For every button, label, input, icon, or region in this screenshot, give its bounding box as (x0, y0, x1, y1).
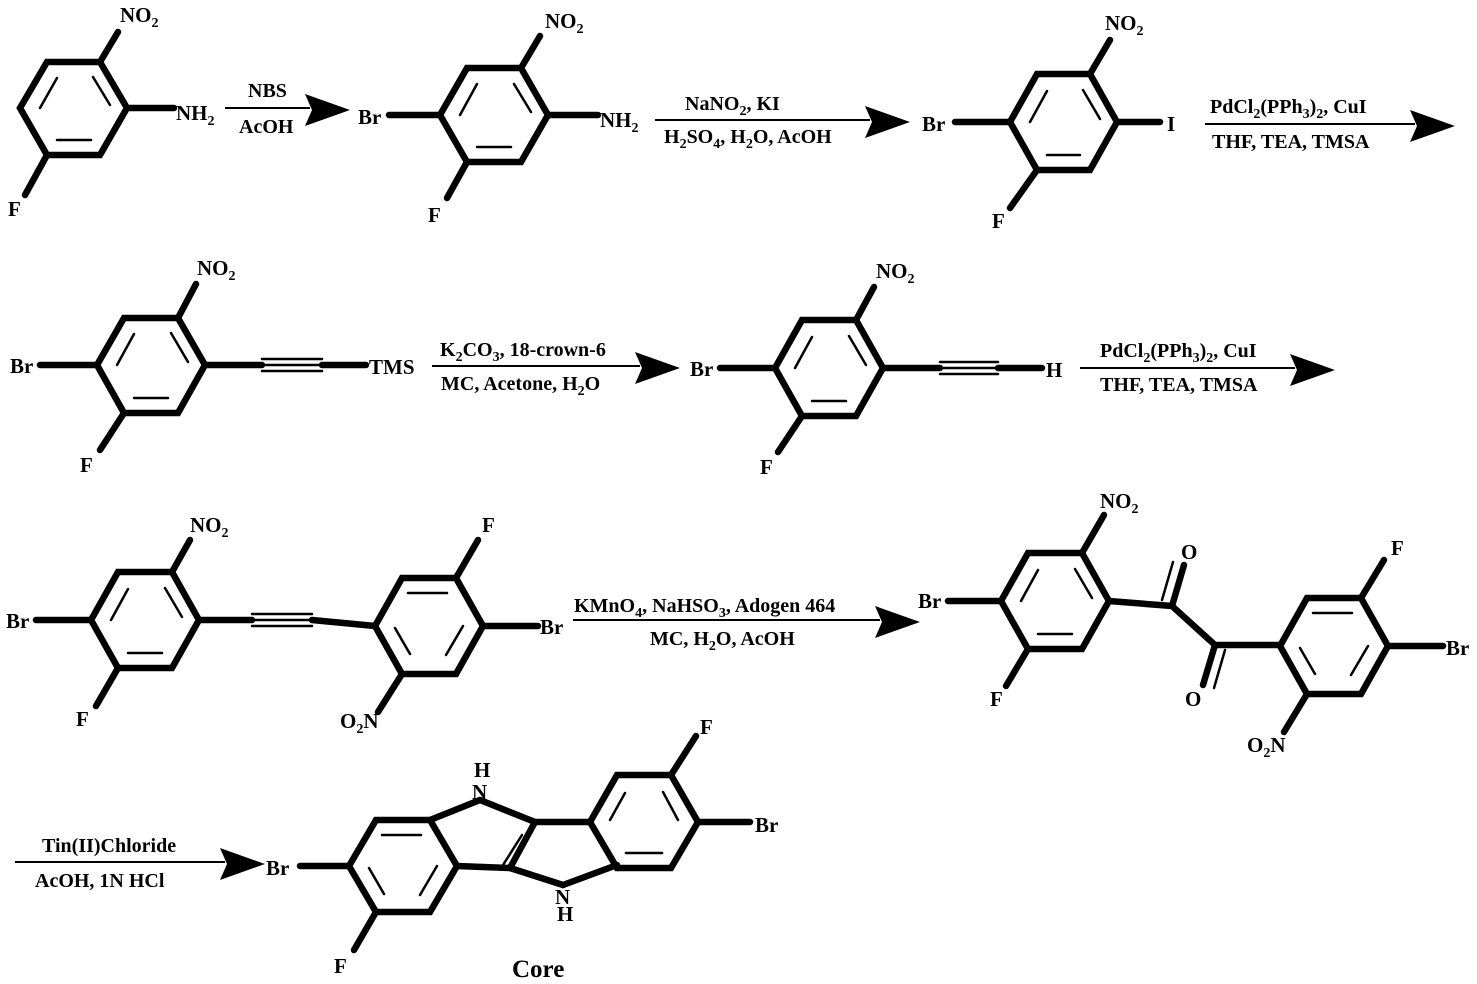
reaction-arrow-2: NaNO2, KI H2SO4, H2O, AcOH (655, 93, 910, 152)
reagent-below-3: THF, TEA, TMSA (1212, 131, 1370, 153)
amine-label: NH2 (176, 101, 215, 129)
reagent-below-7: AcOH, 1N HCl (35, 870, 165, 892)
nh-nitrogen-label: N (555, 885, 570, 909)
core-molecule: H N N H Br F F Br Core (266, 715, 778, 983)
bromo-label: Br (6, 609, 29, 633)
hydrogen-label: H (1046, 358, 1062, 382)
fluoro-label: F (482, 513, 495, 537)
reagent-below-2: H2SO4, H2O, AcOH (664, 126, 832, 152)
molecule-7: NO2 Br F O O F Br O2N (918, 489, 1469, 761)
reagent-above-4: K2CO3, 18-crown-6 (440, 339, 606, 365)
core-caption: Core (512, 956, 564, 983)
carbonyl-oxygen-label: O (1181, 540, 1197, 564)
fluoro-label: F (8, 197, 21, 221)
nitro-label: NO2 (197, 256, 236, 284)
reaction-arrow-1: NBS AcOH (225, 80, 350, 138)
nitro-label: NO2 (120, 3, 159, 31)
reagent-above-6: KMnO4, NaHSO3, Adogen 464 (574, 595, 835, 621)
molecule-4: NO2 TMS Br F (10, 256, 415, 477)
molecule-3: NO2 I Br F (922, 11, 1175, 233)
bromo-label: Br (922, 112, 945, 136)
reaction-arrow-5: PdCl2(PPh3)2, CuI THF, TEA, TMSA (1080, 340, 1335, 396)
nitro-label: O2N (340, 709, 379, 737)
carbonyl-oxygen-label: O (1185, 687, 1201, 711)
iodo-label: I (1167, 112, 1175, 136)
reagent-below-4: MC, Acetone, H2O (441, 373, 600, 399)
bromo-label: Br (1446, 636, 1469, 660)
reagent-below-6: MC, H2O, AcOH (650, 628, 795, 654)
molecule-5: NO2 H Br F (690, 259, 1062, 479)
fluoro-label: F (76, 707, 89, 731)
reaction-arrow-6: KMnO4, NaHSO3, Adogen 464 MC, H2O, AcOH (573, 595, 920, 654)
molecule-6: NO2 Br F F Br O2N (6, 513, 563, 737)
nh-hydrogen-label: H (557, 902, 573, 926)
reagent-above-3: PdCl2(PPh3)2, CuI (1210, 96, 1367, 122)
fluoro-label: F (334, 954, 347, 978)
reagent-above-7: Tin(II)Chloride (42, 835, 176, 857)
bromo-label: Br (10, 354, 33, 378)
nitro-label: NO2 (545, 9, 584, 37)
nh-hydrogen-label: H (474, 758, 490, 782)
fluoro-label: F (760, 455, 773, 479)
fluoro-label: F (80, 453, 93, 477)
fluoro-label: F (700, 715, 713, 739)
bromo-label: Br (690, 357, 713, 381)
reagent-above-2: NaNO2, KI (685, 93, 780, 119)
bromo-label: Br (755, 813, 778, 837)
reaction-arrow-4: K2CO3, 18-crown-6 MC, Acetone, H2O (432, 339, 680, 399)
molecule-2: NO2 NH2 Br F (358, 9, 639, 227)
amine-label: NH2 (600, 108, 639, 136)
reagent-below-1: AcOH (239, 116, 294, 138)
tms-label: TMS (369, 355, 415, 379)
reagent-below-5: THF, TEA, TMSA (1100, 374, 1258, 396)
nitro-label: NO2 (1105, 11, 1144, 39)
fluoro-label: F (992, 209, 1005, 233)
fluoro-label: F (1391, 536, 1404, 560)
bromo-label: Br (266, 856, 289, 880)
nitro-label: NO2 (190, 513, 229, 541)
nitro-label: O2N (1247, 733, 1286, 761)
molecule-1: NO2 NH2 F (8, 3, 215, 221)
reaction-arrow-7: Tin(II)Chloride AcOH, 1N HCl (15, 835, 265, 892)
nitro-label: NO2 (876, 259, 915, 287)
bromo-label: Br (918, 589, 941, 613)
reagent-above-1: NBS (248, 80, 287, 102)
nh-nitrogen-label: N (472, 780, 487, 804)
reagent-above-5: PdCl2(PPh3)2, CuI (1100, 340, 1257, 366)
nitro-label: NO2 (1100, 489, 1139, 517)
fluoro-label: F (428, 203, 441, 227)
bromo-label: Br (358, 105, 381, 129)
reaction-arrow-3: PdCl2(PPh3)2, CuI THF, TEA, TMSA (1205, 96, 1455, 153)
fluoro-label: F (990, 687, 1003, 711)
bromo-label: Br (540, 615, 563, 639)
